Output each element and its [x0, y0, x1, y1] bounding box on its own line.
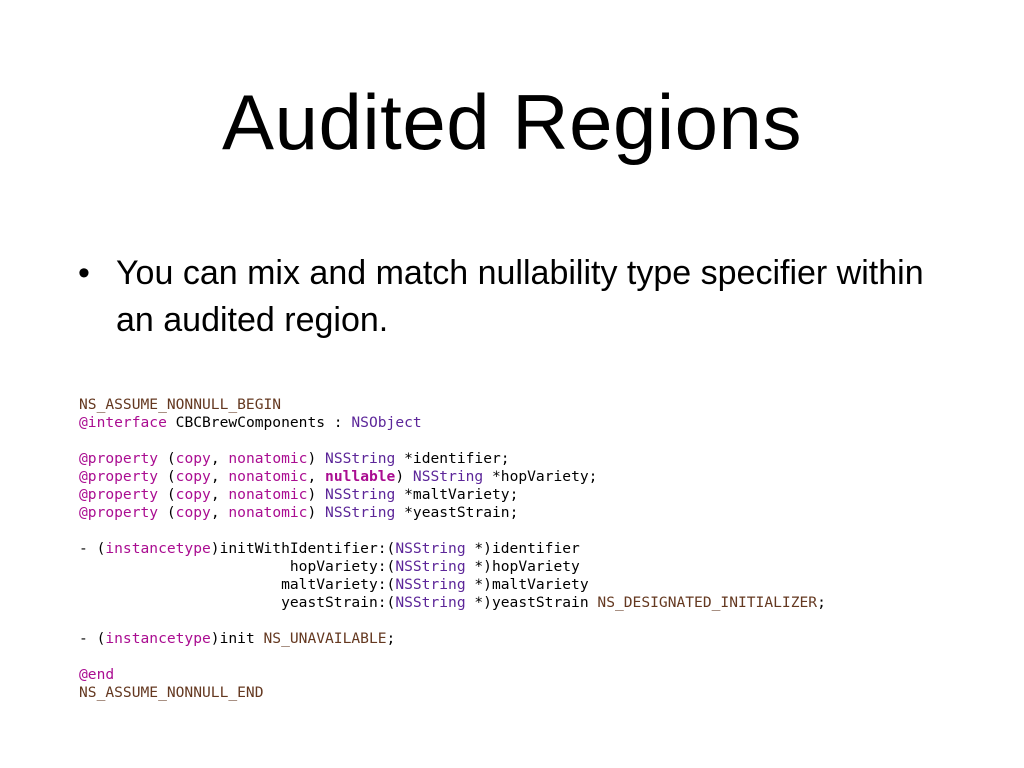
code-token: @property [79, 486, 159, 503]
code-token: NS_ASSUME_NONNULL_BEGIN [79, 396, 282, 413]
code-token: )initWithIdentifier:( [210, 540, 396, 557]
code-token: *)maltVariety [465, 576, 589, 593]
code-token: NSString [325, 504, 396, 521]
code-line: @end [79, 666, 826, 684]
code-token: NSString [395, 540, 466, 557]
code-token: @interface [79, 414, 167, 431]
code-line: @property (copy, nonatomic) NSString *ye… [79, 504, 826, 522]
code-token: *)identifier [465, 540, 580, 557]
code-token: nullable [325, 468, 396, 485]
bullet-text: You can mix and match nullability type s… [116, 254, 924, 339]
code-line: @property (copy, nonatomic, nullable) NS… [79, 468, 826, 486]
code-token: NSString [395, 558, 466, 575]
code-token: NS_UNAVAILABLE [263, 630, 387, 647]
code-token: @property [79, 504, 159, 521]
code-token: *maltVariety; [395, 486, 519, 503]
code-token: ( [158, 468, 176, 485]
bullet-marker: • [78, 254, 90, 292]
code-token: nonatomic [228, 468, 308, 485]
code-line: - (instancetype)initWithIdentifier:(NSSt… [79, 540, 826, 558]
code-token: , [307, 468, 326, 485]
code-token: , [210, 504, 229, 521]
code-token: instancetype [105, 540, 211, 557]
code-token: nonatomic [228, 486, 308, 503]
code-token: *hopVariety; [483, 468, 598, 485]
code-token: )init [210, 630, 264, 647]
bullet-list: • You can mix and match nullability type… [78, 250, 958, 344]
code-token: maltVariety:( [79, 576, 396, 593]
code-token: ( [158, 504, 176, 521]
code-token: *)yeastStrain [465, 594, 598, 611]
code-token: NSString [395, 576, 466, 593]
code-line [79, 612, 826, 630]
code-token: NS_DESIGNATED_INITIALIZER [597, 594, 818, 611]
code-token: ) [307, 450, 326, 467]
code-line: @property (copy, nonatomic) NSString *id… [79, 450, 826, 468]
code-line: maltVariety:(NSString *)maltVariety [79, 576, 826, 594]
code-token: ; [386, 630, 396, 647]
code-token: copy [175, 450, 211, 467]
code-line: NS_ASSUME_NONNULL_END [79, 684, 826, 702]
code-line: yeastStrain:(NSString *)yeastStrain NS_D… [79, 594, 826, 612]
code-token: @end [79, 666, 115, 683]
code-token: instancetype [105, 630, 211, 647]
code-line [79, 522, 826, 540]
code-token: CBCBrewComponents : [166, 414, 352, 431]
code-token: ( [158, 486, 176, 503]
code-token: NSObject [351, 414, 422, 431]
code-token: ) [307, 486, 326, 503]
code-line: hopVariety:(NSString *)hopVariety [79, 558, 826, 576]
code-token: @property [79, 450, 159, 467]
code-token: @property [79, 468, 159, 485]
code-token: NSString [325, 486, 396, 503]
code-token: nonatomic [228, 504, 308, 521]
code-token: copy [175, 468, 211, 485]
code-line: @property (copy, nonatomic) NSString *ma… [79, 486, 826, 504]
code-token: - ( [79, 630, 106, 647]
slide-title: Audited Regions [222, 78, 802, 166]
code-token: *yeastStrain; [395, 504, 519, 521]
code-token: ( [158, 450, 176, 467]
code-token: , [210, 450, 229, 467]
code-token: , [210, 468, 229, 485]
code-line [79, 432, 826, 450]
code-token: ) [307, 504, 326, 521]
code-line: @interface CBCBrewComponents : NSObject [79, 414, 826, 432]
code-token: ; [817, 594, 826, 611]
code-token: NSString [395, 594, 466, 611]
code-token: *identifier; [395, 450, 510, 467]
code-token: nonatomic [228, 450, 308, 467]
code-token: NS_ASSUME_NONNULL_END [79, 684, 264, 701]
code-block: NS_ASSUME_NONNULL_BEGIN@interface CBCBre… [79, 396, 826, 702]
code-token: ) [395, 468, 413, 485]
code-token: hopVariety:( [79, 558, 396, 575]
code-line: - (instancetype)init NS_UNAVAILABLE; [79, 630, 826, 648]
code-line [79, 648, 826, 666]
code-token: - ( [79, 540, 106, 557]
code-token: NSString [412, 468, 484, 485]
code-line: NS_ASSUME_NONNULL_BEGIN [79, 396, 826, 414]
code-token: copy [175, 504, 211, 521]
code-token: NSString [325, 450, 396, 467]
bullet-item: • You can mix and match nullability type… [78, 250, 958, 344]
code-token: , [210, 486, 229, 503]
code-token: copy [175, 486, 211, 503]
code-token: *)hopVariety [465, 558, 580, 575]
code-token: yeastStrain:( [79, 594, 396, 611]
